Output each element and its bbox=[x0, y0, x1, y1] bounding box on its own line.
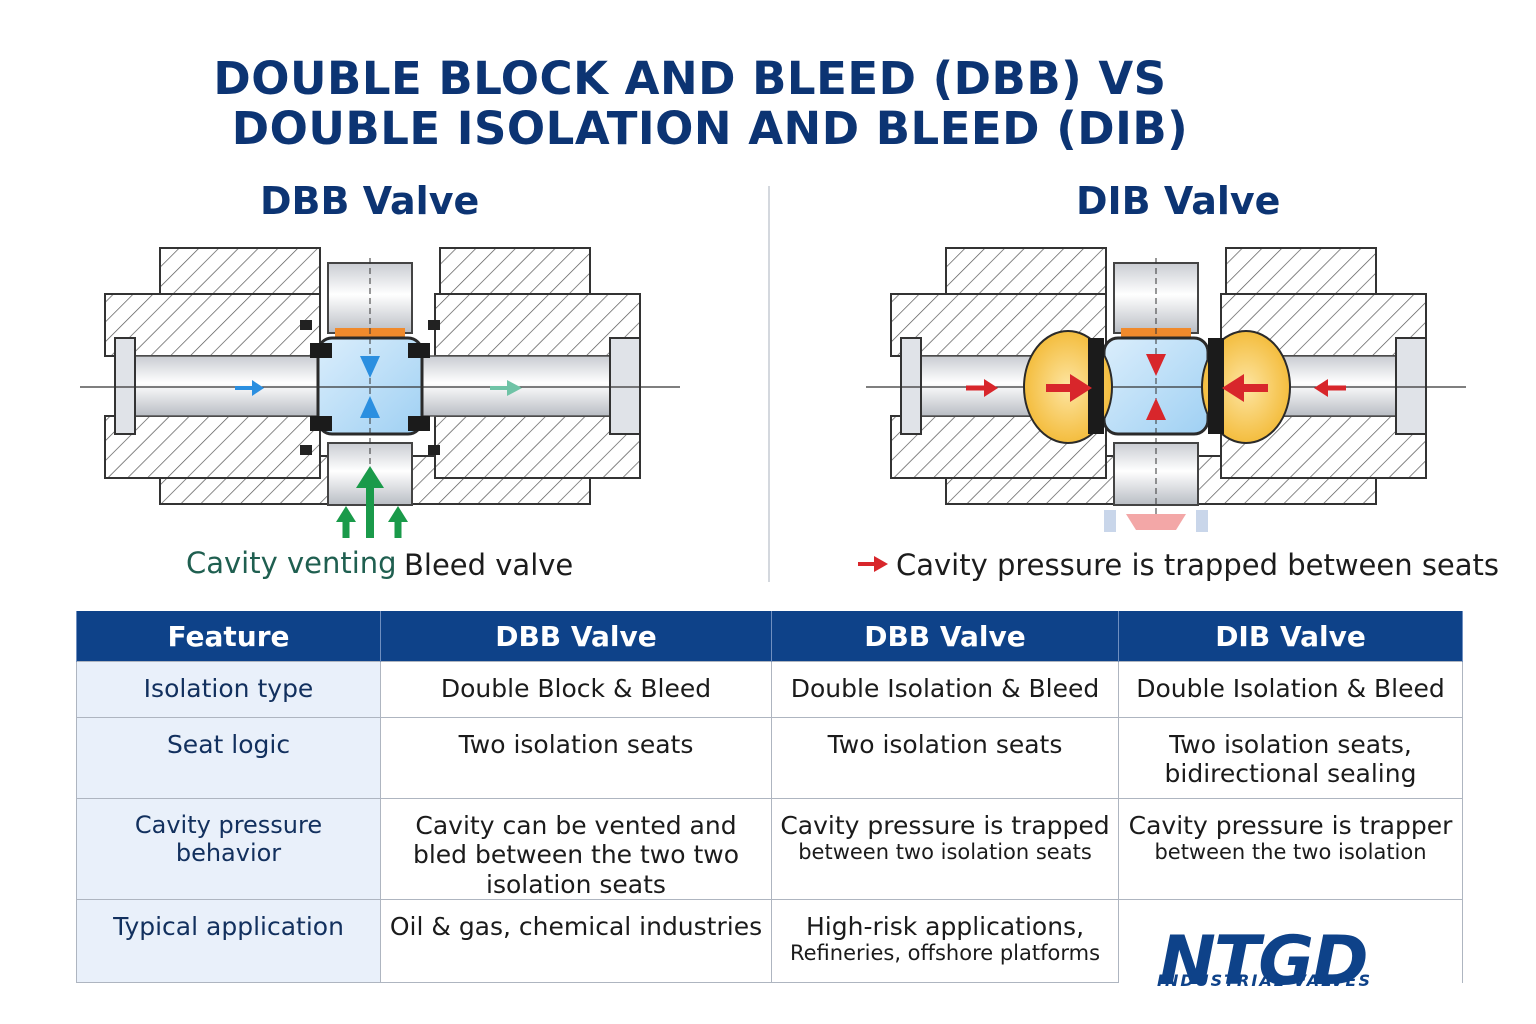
feature-cell: Isolation type bbox=[76, 661, 381, 718]
dbb-flow-arrows bbox=[235, 356, 522, 418]
comparison-table: Feature DBB Valve DBB Valve DIB Valve Is… bbox=[76, 611, 1463, 996]
red-arrow-icon bbox=[858, 556, 888, 572]
feature-cell: Cavity pressure behavior bbox=[76, 798, 381, 900]
header-dbb-1: DBB Valve bbox=[380, 611, 772, 662]
feature-cell: Seat logic bbox=[76, 717, 381, 799]
logo-subtitle: INDUSTRIAL VALVES bbox=[1157, 971, 1372, 990]
page-title-line-1: DOUBLE BLOCK AND BLEED (DBB) VS bbox=[213, 52, 1167, 105]
bleed-valve-label: Bleed valve bbox=[404, 548, 574, 582]
dbb-heading: DBB Valve bbox=[260, 179, 480, 223]
logo-cell: NTGD INDUSTRIAL VALVES bbox=[1118, 899, 1463, 996]
cell-line: High-risk applications, bbox=[805, 912, 1085, 941]
table-header-row: Feature DBB Valve DBB Valve DIB Valve bbox=[76, 611, 1463, 662]
feature-cell: Typical application bbox=[76, 899, 381, 983]
dib-heading: DIB Valve bbox=[1076, 179, 1281, 223]
cell-line: Refineries, offshore platforms bbox=[789, 941, 1101, 966]
table-row: Typical application Oil & gas, chemical … bbox=[76, 899, 1463, 996]
table-cell: Cavity pressure is trapped between two i… bbox=[771, 798, 1119, 900]
section-divider bbox=[768, 186, 770, 582]
table-cell: High-risk applications, Refineries, offs… bbox=[771, 899, 1119, 983]
dbb-seats bbox=[300, 320, 440, 455]
ntgd-logo: NTGD bbox=[1159, 922, 1369, 1001]
dbb-vent-arrows bbox=[336, 466, 408, 538]
table-cell: Two isolation seats bbox=[771, 717, 1119, 799]
cell-line: between the two isolation bbox=[1154, 840, 1427, 865]
header-feature: Feature bbox=[76, 611, 381, 662]
dbb-body bbox=[104, 247, 641, 505]
table-row: Isolation type Double Block & Bleed Doub… bbox=[76, 661, 1463, 718]
page-title-line-2: DOUBLE ISOLATION AND BLEED (DIB) bbox=[231, 102, 1189, 155]
dib-bore bbox=[866, 258, 1466, 532]
cell-line: Two isolation seats, bbox=[1169, 730, 1412, 759]
table-row: Seat logic Two isolation seats Two isola… bbox=[76, 717, 1463, 799]
table-cell: Cavity can be vented and bled between th… bbox=[380, 798, 772, 900]
cell-line: bidirectional sealing bbox=[1164, 759, 1417, 789]
dib-pressure-arrows bbox=[966, 354, 1346, 420]
table-row: Cavity pressure behavior Cavity can be v… bbox=[76, 798, 1463, 900]
dib-caption: Cavity pressure is trapped between seats bbox=[896, 548, 1500, 582]
table-cell: Oil & gas, chemical industries bbox=[380, 899, 772, 983]
cell-line: between two isolation seats bbox=[798, 840, 1092, 865]
table-cell: Double Isolation & Bleed bbox=[771, 661, 1119, 718]
table-cell: Two isolation seats, bidirectional seali… bbox=[1118, 717, 1463, 799]
table-cell: Cavity pressure is trapper between the t… bbox=[1118, 798, 1463, 900]
table-cell: Double Block & Bleed bbox=[380, 661, 772, 718]
table-cell: Two isolation seats bbox=[380, 717, 772, 799]
table-cell: Double Isolation & Bleed bbox=[1118, 661, 1463, 718]
header-dbb-2: DBB Valve bbox=[771, 611, 1119, 662]
cell-line: Cavity pressure is trapped bbox=[780, 811, 1110, 840]
dib-valve-diagram bbox=[866, 247, 1466, 532]
cell-line: Cavity pressure is trapper bbox=[1128, 811, 1453, 840]
dbb-valve-diagram bbox=[80, 247, 680, 538]
cavity-venting-label: Cavity venting bbox=[186, 546, 397, 580]
header-dib: DIB Valve bbox=[1118, 611, 1463, 662]
